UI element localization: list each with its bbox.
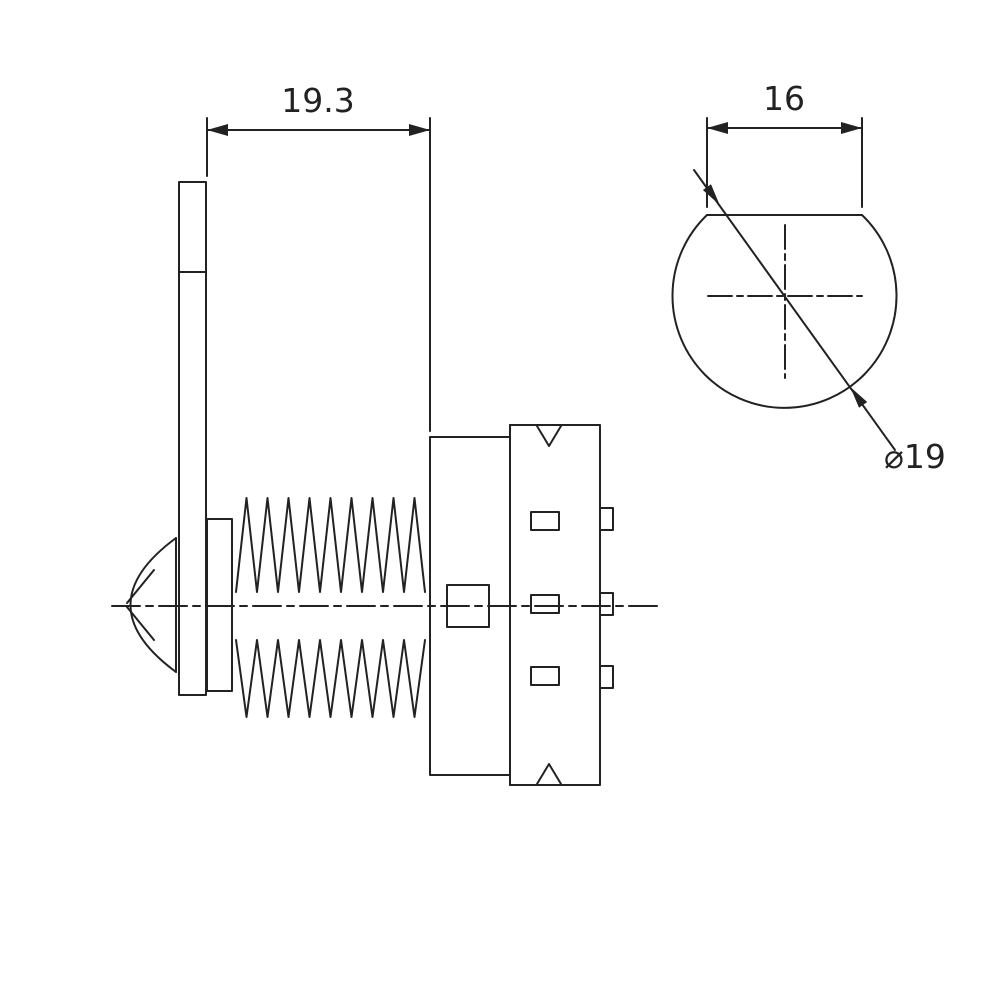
housing-slot-1 [530,511,560,531]
mount-washer [206,518,233,692]
thread-profile-top [235,497,426,593]
diameter-arrow-top [702,184,720,205]
terminal-1 [599,507,614,531]
dim-arrow-19-3-right [409,124,430,136]
dim-arrow-19-3-left [207,124,228,136]
housing-clip-bottom [536,763,562,785]
thread-profile-bottom [235,639,426,718]
screw-slot-line-lower [126,606,155,641]
housing-clip-top [536,425,562,447]
dim-arrow-16-right [841,122,862,134]
diameter-arrow-bottom [850,387,868,408]
cam-lever-outline [178,181,207,696]
face-outline-circle [671,214,898,409]
keyway-slot [446,584,490,628]
housing-slot-3 [530,666,560,686]
dim-label-cam-length: 19.3 [281,81,354,120]
terminal-3 [599,665,614,689]
dim-label-diameter: ⌀19 [884,437,946,476]
screw-slot-line-upper [126,569,155,604]
housing-slot-2 [530,594,560,614]
terminal-2 [599,592,614,616]
dim-label-across-width: 16 [763,79,805,118]
dim-arrow-16-left [707,122,728,134]
